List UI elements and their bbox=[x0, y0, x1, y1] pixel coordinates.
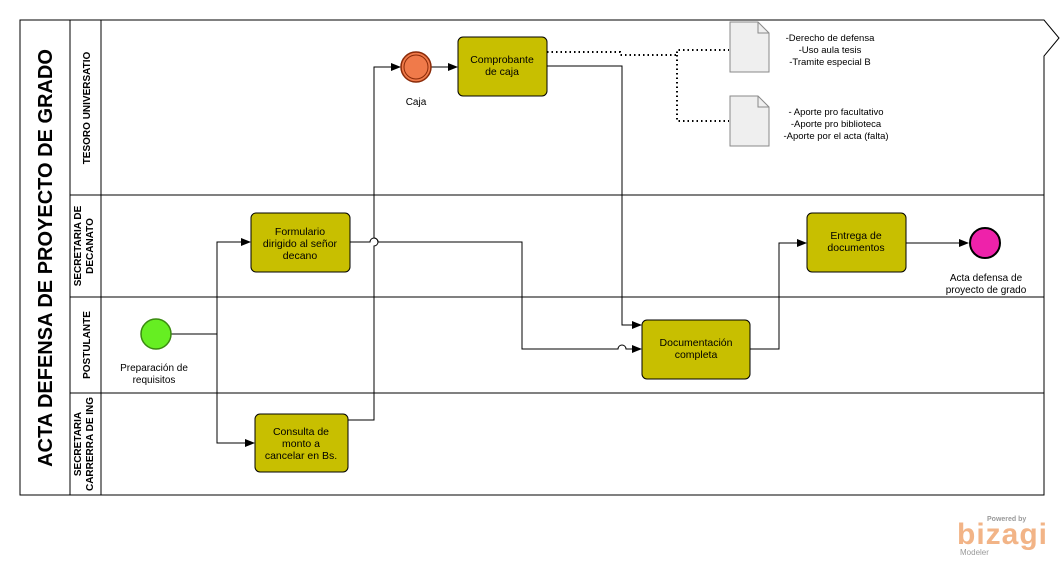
flow-formulario-to-documentacion bbox=[350, 237, 642, 353]
end-event-label: proyecto de grado bbox=[946, 285, 1027, 296]
svg-text:Comprobante: Comprobante bbox=[470, 54, 534, 66]
pool-border bbox=[19, 19, 1060, 496]
task-consulta[interactable]: Consulta de monto a cancelar en Bs. bbox=[254, 413, 349, 473]
pool-title: ACTA DEFENSA DE PROYECTO DE GRADO bbox=[35, 49, 57, 467]
flow-documentacion-to-entrega bbox=[750, 239, 807, 350]
flow-start-to-formulario bbox=[171, 238, 251, 335]
end-event-label: Acta defensa de bbox=[950, 273, 1023, 284]
svg-text:completa: completa bbox=[675, 349, 718, 361]
note1-line: -Tramite especial B bbox=[789, 57, 870, 68]
svg-text:documentos: documentos bbox=[827, 242, 884, 254]
document-note2-icon[interactable] bbox=[729, 95, 770, 147]
end-event[interactable] bbox=[969, 227, 1001, 259]
branding-powered-by: Powered by bbox=[987, 516, 1027, 523]
branding-product: Modeler bbox=[960, 548, 989, 557]
note1-line: -Derecho de defensa bbox=[786, 33, 875, 44]
task-comprobante[interactable]: Comprobante de caja bbox=[457, 36, 548, 97]
svg-text:SECRETARIA: SECRETARIA bbox=[73, 412, 84, 476]
start-event[interactable] bbox=[140, 318, 172, 350]
note1-line: -Uso aula tesis bbox=[799, 45, 862, 56]
svg-text:dirigido al señor: dirigido al señor bbox=[263, 238, 338, 250]
task-entrega[interactable]: Entrega de documentos bbox=[806, 212, 907, 273]
svg-text:SECRETARIA DE: SECRETARIA DE bbox=[73, 205, 84, 286]
lane-label-decanato: SECRETARIA DE DECANATO bbox=[73, 205, 96, 286]
svg-text:decano: decano bbox=[283, 250, 318, 262]
svg-text:Consulta de: Consulta de bbox=[273, 426, 329, 438]
flow-start-to-consulta bbox=[216, 334, 255, 447]
svg-text:Formulario: Formulario bbox=[275, 226, 325, 238]
lane-label-postulante: POSTULANTE bbox=[82, 311, 93, 379]
flow-comprobante-to-documentacion bbox=[547, 65, 642, 329]
task-formulario[interactable]: Formulario dirigido al señor decano bbox=[250, 212, 351, 273]
svg-text:monto a: monto a bbox=[282, 438, 320, 450]
intermediate-event-caja[interactable] bbox=[400, 51, 432, 83]
svg-text:cancelar en Bs.: cancelar en Bs. bbox=[265, 450, 337, 462]
note2-line: -Aporte por el acta (falta) bbox=[783, 131, 888, 142]
lane-label-carrera: SECRETARIA CARRERRA DE ING bbox=[73, 397, 96, 491]
intermediate-event-label: Caja bbox=[406, 97, 427, 108]
svg-text:DECANATO: DECANATO bbox=[85, 218, 96, 274]
svg-text:Documentación: Documentación bbox=[660, 337, 733, 349]
svg-text:de caja: de caja bbox=[485, 66, 519, 78]
note2-line: - Aporte pro facultativo bbox=[788, 107, 883, 118]
bizagi-logo: bizagi bbox=[957, 518, 1049, 551]
task-documentacion[interactable]: Documentación completa bbox=[641, 319, 751, 380]
association-note1 bbox=[547, 49, 729, 56]
document-note1-icon[interactable] bbox=[729, 21, 770, 73]
lane-label-tesoro: TESORO UNIVERSATIO bbox=[82, 51, 93, 164]
svg-text:Entrega de: Entrega de bbox=[830, 230, 882, 242]
start-event-label: Preparación de bbox=[120, 363, 188, 374]
note2-line: -Aporte pro biblioteca bbox=[791, 119, 882, 130]
start-event-label: requisitos bbox=[133, 375, 176, 386]
svg-text:CARRERRA DE ING: CARRERRA DE ING bbox=[85, 397, 96, 491]
